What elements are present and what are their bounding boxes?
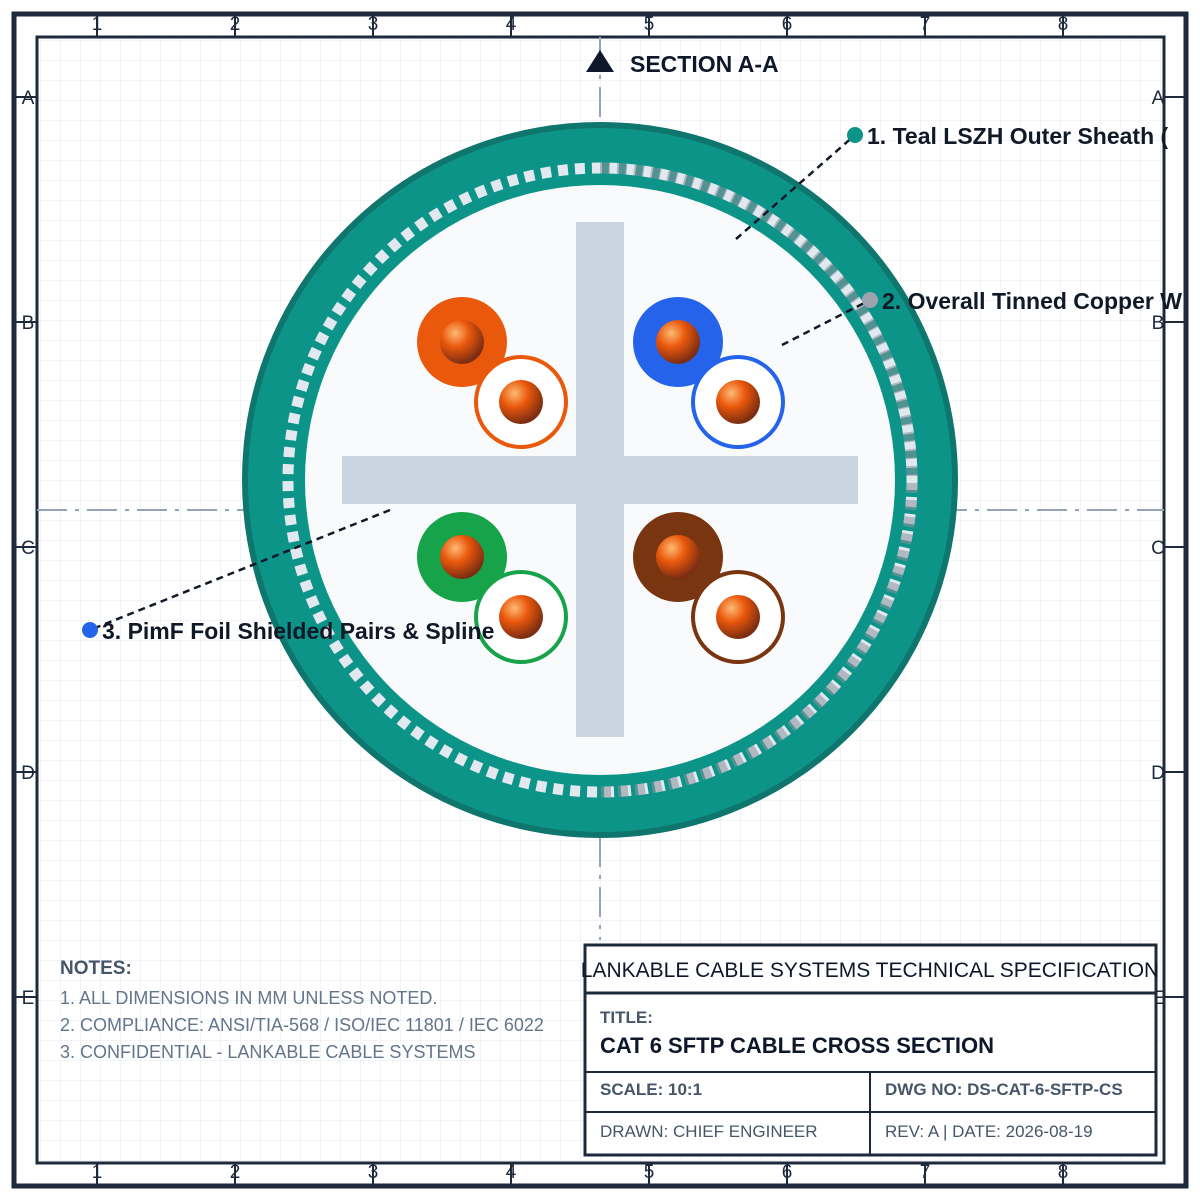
zone-row-right: A [1152, 88, 1165, 109]
zone-col-top: 6 [782, 14, 793, 35]
zone-col-top: 7 [920, 14, 931, 35]
zone-col-bottom: 5 [644, 1162, 655, 1183]
copper-core [499, 595, 543, 639]
zone-row-right: B [1152, 313, 1165, 334]
callout-outer-sheath: 1. Teal LSZH Outer Sheath ( [735, 123, 1169, 240]
copper-core [656, 320, 700, 364]
zone-column-markers: 1 1 2 2 3 3 4 4 5 5 6 6 7 7 8 8 [92, 14, 1069, 1186]
zone-col-bottom: 7 [920, 1162, 931, 1183]
callout-dot-icon [847, 127, 863, 143]
zone-row-left: E [22, 988, 35, 1009]
outer-border [11, 11, 1189, 1189]
note-item: 2. COMPLIANCE: ANSI/TIA-568 / ISO/IEC 11… [60, 1015, 544, 1035]
zone-col-bottom: 3 [368, 1162, 379, 1183]
copper-core [716, 595, 760, 639]
zone-row-left: D [21, 763, 35, 784]
zone-col-top: 5 [644, 14, 655, 35]
pair-brown [633, 512, 785, 664]
pair-blue [633, 297, 785, 449]
note-item: 1. ALL DIMENSIONS IN MM UNLESS NOTED. [60, 988, 437, 1008]
copper-core [499, 380, 543, 424]
zone-col-bottom: 4 [506, 1162, 517, 1183]
callout-label: 3. PimF Foil Shielded Pairs & Spline [102, 618, 494, 644]
revision-date: REV: A | DATE: 2026-08-19 [885, 1122, 1093, 1141]
drawing-number: DWG NO: DS-CAT-6-SFTP-CS [885, 1080, 1123, 1099]
drawing-title: CAT 6 SFTP CABLE CROSS SECTION [600, 1033, 994, 1058]
company-name: LANKABLE CABLE SYSTEMS TECHNICAL SPECIFI… [581, 959, 1159, 982]
zone-row-left: A [22, 88, 35, 109]
callout-foil-shielded-pairs: 3. PimF Foil Shielded Pairs & Spline [82, 508, 494, 644]
zone-row-left: B [22, 313, 35, 334]
zone-col-bottom: 6 [782, 1162, 793, 1183]
zone-row-right: C [1151, 538, 1165, 559]
section-label: SECTION A-A [630, 51, 779, 77]
pair-orange [417, 297, 568, 449]
zone-row-right: D [1151, 763, 1165, 784]
copper-core [716, 380, 760, 424]
copper-core [440, 535, 484, 579]
cable-body [242, 122, 958, 838]
callout-dot-icon [82, 622, 98, 638]
zone-col-bottom: 8 [1058, 1162, 1069, 1183]
pair-green [417, 512, 568, 664]
zone-row-left: C [21, 538, 35, 559]
drawn-by: DRAWN: CHIEF ENGINEER [600, 1122, 818, 1141]
zone-col-top: 4 [506, 14, 517, 35]
leader-line [781, 298, 871, 347]
note-item: 3. CONFIDENTIAL - LANKABLE CABLE SYSTEMS [60, 1042, 475, 1062]
callout-copper-braid: 2. Overall Tinned Copper W [781, 288, 1182, 347]
title-label: TITLE: [600, 1008, 653, 1027]
callout-dot-icon [862, 292, 878, 308]
zone-col-bottom: 2 [230, 1162, 241, 1183]
leader-line [89, 508, 391, 632]
copper-core [440, 320, 484, 364]
zone-col-top: 8 [1058, 14, 1069, 35]
scale-value: SCALE: 10:1 [600, 1080, 702, 1099]
notes-block: NOTES: 1. ALL DIMENSIONS IN MM UNLESS NO… [60, 958, 544, 1062]
spline-horizontal [342, 456, 858, 504]
callout-label: 2. Overall Tinned Copper W [882, 288, 1182, 314]
title-block: LANKABLE CABLE SYSTEMS TECHNICAL SPECIFI… [581, 943, 1159, 1157]
zone-col-top: 1 [92, 14, 103, 35]
leader-line [735, 134, 856, 240]
copper-core [656, 535, 700, 579]
zone-col-top: 2 [230, 14, 241, 35]
braid-shade [599, 162, 918, 798]
notes-heading: NOTES: [60, 958, 132, 979]
callout-label: 1. Teal LSZH Outer Sheath ( [867, 123, 1169, 149]
section-arrow-icon [586, 50, 614, 72]
zone-col-bottom: 1 [92, 1162, 103, 1183]
zone-col-top: 3 [368, 14, 379, 35]
